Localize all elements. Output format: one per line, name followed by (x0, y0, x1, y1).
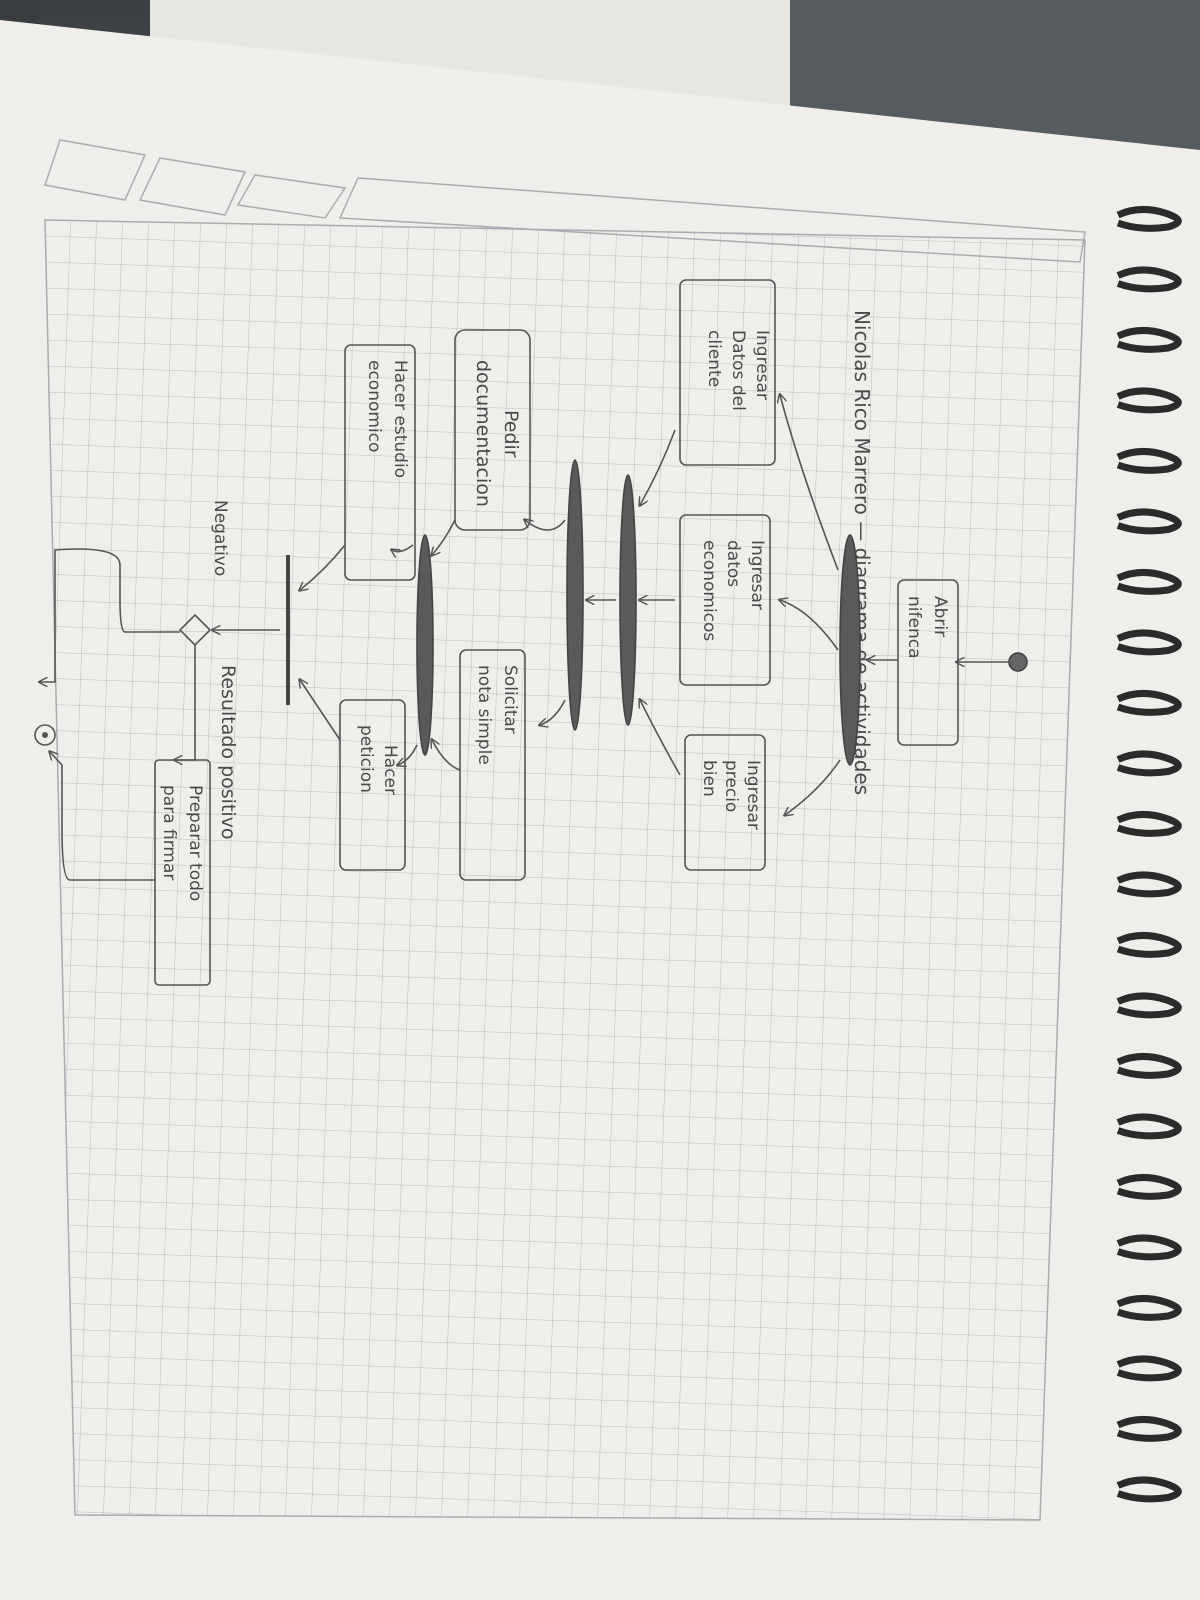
label-pedir-1: Pedir (500, 410, 522, 458)
start-node (1008, 652, 1028, 672)
node-preparar (154, 759, 211, 986)
node-labels: Abrir nifenca Ingresar Datos del cliente… (159, 330, 950, 901)
spiral-ring (1116, 750, 1182, 777)
label-cliente-1: Ingresar (752, 330, 772, 400)
spiral-ring (1116, 508, 1182, 535)
label-negativo: Negativo (210, 500, 230, 576)
label-positivo: Resultado positivo (217, 665, 239, 840)
node-abrir (897, 579, 959, 746)
spiral-ring (1116, 448, 1182, 474)
spiral-binding (1116, 206, 1182, 1503)
label-economicos-2: datos (723, 540, 743, 587)
spiral-ring (1116, 387, 1182, 414)
grid-area (44, 219, 1086, 1521)
label-abrir-1: Abrir (930, 596, 950, 637)
spiral-ring (1116, 1295, 1182, 1321)
spiral-ring (1116, 206, 1182, 232)
spiral-ring (1116, 992, 1182, 1019)
label-preparar-1: Preparar todo (185, 785, 205, 901)
spiral-ring (1116, 1234, 1182, 1261)
label-precio-2: precio (721, 760, 741, 812)
label-solicitar-2: nota simple (474, 665, 494, 765)
spiral-ring (1116, 1355, 1182, 1382)
label-estudio-2: economico (364, 360, 384, 452)
label-peticion-1: Hacer (380, 745, 400, 795)
node-hacer-peticion (339, 699, 406, 871)
spiral-ring (1116, 1416, 1182, 1442)
label-precio-1: Ingresar (743, 760, 763, 830)
join-bar-2 (619, 474, 637, 726)
spiral-ring (1116, 690, 1182, 716)
spiral-ring (1116, 629, 1182, 656)
label-cliente-2: Datos del (728, 330, 748, 411)
spiral-ring (1116, 1174, 1182, 1200)
end-node (34, 724, 56, 746)
label-economicos-3: economicos (699, 540, 719, 641)
spiral-ring (1116, 569, 1182, 595)
label-abrir-2: nifenca (904, 596, 924, 658)
header-boxes (44, 139, 1086, 263)
fork-bar-3 (566, 459, 584, 731)
spiral-ring (1116, 1113, 1182, 1140)
label-preparar-2: para firmar (159, 785, 179, 880)
spiral-ring (1116, 1053, 1182, 1079)
spiral-ring (1116, 1476, 1182, 1503)
node-pedir-doc (454, 329, 531, 531)
spiral-ring (1116, 266, 1182, 293)
node-ingresar-precio (684, 734, 766, 871)
label-estudio-1: Hacer estudio (390, 360, 410, 478)
spiral-ring (1116, 932, 1182, 958)
label-pedir-2: documentacion (472, 360, 494, 507)
spiral-ring (1116, 811, 1182, 837)
label-economicos-1: Ingresar (747, 540, 767, 610)
label-solicitar-1: Solicitar (500, 665, 520, 734)
label-precio-3: bien (699, 760, 719, 797)
join-bar-4 (416, 534, 434, 756)
label-peticion-2: peticion (356, 725, 376, 793)
node-hacer-estudio (344, 344, 416, 581)
activity-diagram (34, 279, 1028, 986)
fork-bar-1 (839, 534, 861, 766)
node-solicitar (459, 649, 526, 881)
label-cliente-3: cliente (704, 330, 724, 387)
spiral-ring (1116, 327, 1182, 353)
node-ingresar-cliente (679, 279, 776, 466)
node-ingresar-economicos (679, 514, 771, 686)
spiral-ring (1116, 871, 1182, 898)
